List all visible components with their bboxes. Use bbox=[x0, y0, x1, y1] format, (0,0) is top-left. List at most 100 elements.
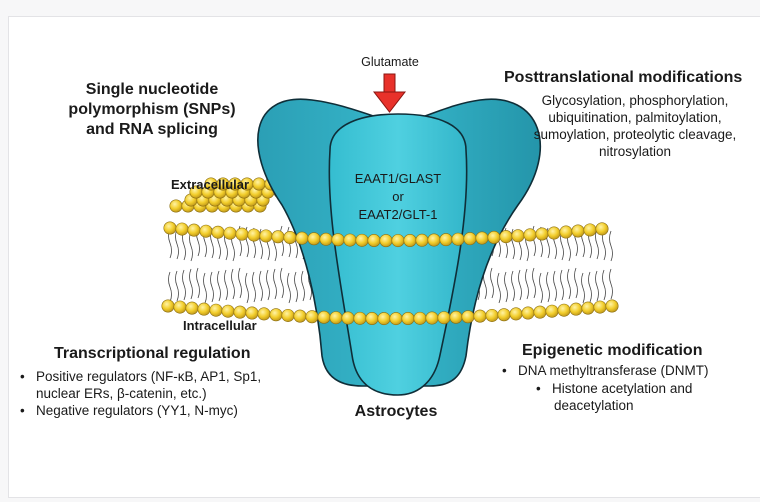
lipid-head bbox=[366, 312, 378, 324]
lipid-head bbox=[200, 225, 212, 237]
positive-regulators-line2: nuclear ERs, β-catenin, etc.) bbox=[36, 385, 261, 402]
lipid-head bbox=[594, 301, 606, 313]
lipid-tail bbox=[274, 269, 277, 299]
transporter-line1: EAAT1/GLAST bbox=[338, 170, 458, 188]
lipid-head bbox=[488, 231, 500, 243]
ptm-line4: nitrosylation bbox=[512, 143, 758, 160]
lipid-tail bbox=[218, 271, 221, 301]
lipid-head bbox=[452, 233, 464, 245]
extracellular-label: Extracellular bbox=[171, 177, 249, 192]
lipid-head bbox=[606, 300, 618, 312]
lipid-head bbox=[222, 305, 234, 317]
lipid-tail bbox=[302, 271, 305, 301]
lipid-head bbox=[344, 234, 356, 246]
lipid-head bbox=[402, 312, 414, 324]
lipid-head bbox=[188, 224, 200, 236]
lipid-head bbox=[186, 302, 198, 314]
lipid-head bbox=[342, 312, 354, 324]
lipid-tail bbox=[540, 273, 543, 303]
ptm-line2: ubiquitination, palmitoylation, bbox=[512, 109, 758, 126]
transporter-line2: or bbox=[338, 188, 458, 206]
lipid-tail bbox=[582, 273, 585, 303]
lipid-head bbox=[284, 231, 296, 243]
lipid-head bbox=[486, 309, 498, 321]
lipid-head bbox=[428, 234, 440, 246]
snp-title-line2: polymorphism (SNPs) bbox=[42, 100, 262, 120]
lipid-tail bbox=[204, 273, 207, 303]
lipid-head bbox=[198, 303, 210, 315]
lipid-tail bbox=[526, 269, 529, 299]
lipid-head bbox=[498, 309, 510, 321]
lipid-head bbox=[536, 228, 548, 240]
lipid-head bbox=[548, 227, 560, 239]
lipid-head bbox=[253, 178, 265, 190]
lipid-tail bbox=[281, 268, 284, 298]
lipid-tail bbox=[232, 269, 235, 299]
lipid-head bbox=[236, 228, 248, 240]
negative-regulators-item: Negative regulators (YY1, N-myc) bbox=[18, 402, 261, 419]
ptm-line1: Glycosylation, phosphorylation, bbox=[512, 92, 758, 109]
lipid-tail bbox=[176, 271, 179, 301]
dnmt-item: DNA methyltransferase (DNMT) bbox=[500, 362, 709, 379]
lipid-tail bbox=[169, 272, 172, 302]
lipid-head bbox=[416, 234, 428, 246]
lipid-head bbox=[212, 226, 224, 238]
lipid-head bbox=[414, 312, 426, 324]
lipid-head bbox=[546, 305, 558, 317]
lipid-head bbox=[332, 234, 344, 246]
lipid-head bbox=[306, 311, 318, 323]
positive-regulators-line1: Positive regulators (NF-κB, AP1, Sp1, bbox=[36, 368, 261, 385]
lipid-head bbox=[462, 311, 474, 323]
histone-item: Histone acetylation and deacetylation bbox=[534, 380, 692, 414]
lipid-head bbox=[474, 310, 486, 322]
lipid-head bbox=[282, 309, 294, 321]
transporter-label: EAAT1/GLAST or EAAT2/GLT-1 bbox=[338, 170, 458, 224]
lipid-tail bbox=[610, 231, 613, 261]
histone-line2: deacetylation bbox=[552, 397, 692, 414]
positive-regulators-item: Positive regulators (NF-κB, AP1, Sp1, nu… bbox=[18, 368, 261, 402]
lipid-tail bbox=[512, 271, 515, 301]
epigenetic-list: DNA methyltransferase (DNMT) bbox=[500, 362, 709, 379]
lipid-tail bbox=[498, 273, 501, 303]
lipid-head bbox=[558, 304, 570, 316]
lipid-tail bbox=[239, 268, 242, 298]
lipid-head bbox=[320, 233, 332, 245]
lipid-head bbox=[534, 306, 546, 318]
lipid-head bbox=[426, 312, 438, 324]
lipid-tail bbox=[183, 270, 186, 300]
lipid-tail bbox=[267, 270, 270, 300]
lipid-tail bbox=[197, 268, 200, 298]
lipid-head bbox=[392, 234, 404, 246]
lipid-head bbox=[476, 232, 488, 244]
lipid-head bbox=[378, 312, 390, 324]
snp-title: Single nucleotide polymorphism (SNPs) an… bbox=[42, 80, 262, 140]
lipid-head bbox=[170, 200, 182, 212]
ptm-title: Posttranslational modifications bbox=[504, 69, 742, 87]
lipid-head bbox=[248, 229, 260, 241]
lipid-head bbox=[270, 309, 282, 321]
ptm-line3: sumoylation, proteolytic cleavage, bbox=[512, 126, 758, 143]
lipid-head bbox=[174, 301, 186, 313]
lipid-tail bbox=[596, 271, 599, 301]
lipid-head bbox=[308, 233, 320, 245]
lipid-head bbox=[356, 234, 368, 246]
lipid-tail bbox=[260, 271, 263, 301]
lipid-tail bbox=[246, 273, 249, 303]
snp-title-line3: and RNA splicing bbox=[42, 120, 262, 140]
lipid-head bbox=[224, 227, 236, 239]
transcriptional-title: Transcriptional regulation bbox=[54, 345, 250, 363]
lipid-tail bbox=[211, 272, 214, 302]
lipid-head bbox=[510, 308, 522, 320]
lipid-head bbox=[354, 312, 366, 324]
lipid-tail bbox=[561, 270, 564, 300]
lipid-head bbox=[330, 311, 342, 323]
lipid-head bbox=[260, 230, 272, 242]
lipid-tail bbox=[603, 270, 606, 300]
lipid-head bbox=[570, 303, 582, 315]
lipid-tail bbox=[295, 272, 298, 302]
lipid-head bbox=[390, 312, 402, 324]
intracellular-label: Intracellular bbox=[183, 318, 257, 333]
glutamate-label: Glutamate bbox=[356, 55, 424, 69]
lipid-head bbox=[380, 234, 392, 246]
transporter-line3: EAAT2/GLT-1 bbox=[338, 206, 458, 224]
